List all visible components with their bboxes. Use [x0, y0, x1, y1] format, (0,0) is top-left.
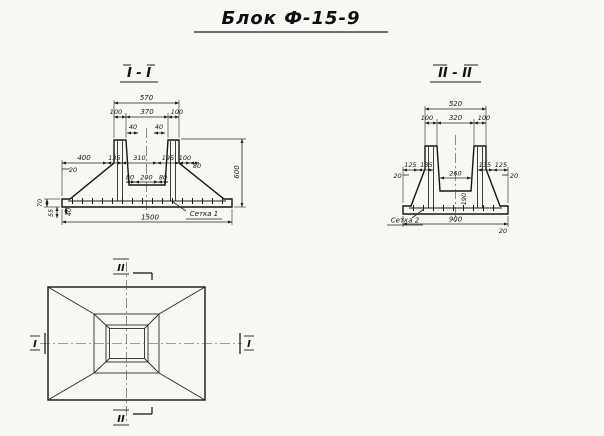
dim-520: 520 [424, 100, 487, 145]
plan-slope-diagonals [47, 286, 206, 401]
dim-text-55: 55 [47, 209, 55, 217]
dim-text-520: 520 [449, 100, 463, 108]
plan-view: II II I I [30, 258, 254, 426]
mesh-label-2: Сетка 2 [391, 217, 420, 225]
dim-text-135-right: 135 [479, 161, 491, 169]
dim-text-80-right: 80 [193, 162, 201, 170]
dim-text-370: 370 [140, 108, 154, 116]
dim-text-200: 200 [140, 174, 152, 182]
section-mark-right: I [239, 333, 254, 354]
dim-1500: 1500 [61, 209, 233, 225]
dim-900: 900 20 [402, 216, 509, 235]
dim-text-125-left: 125 [404, 161, 416, 169]
dim-mid-row-i-i: 400 135 310 195 100 80 20 [61, 154, 201, 196]
dim-text-900: 900 [449, 216, 463, 224]
dim-text-40-left: 40 [129, 123, 137, 131]
dim-text-195: 195 [162, 154, 174, 162]
section-mark-top-label: II [117, 263, 125, 274]
foundation-outline-i-i [61, 139, 233, 208]
bottom-mesh-i-i: Сетка 1 [68, 198, 226, 220]
section-ii-ii-label: II - II [438, 66, 472, 81]
dim-mid-row-ii-ii: 125 135 260 135 125 20 20 [393, 161, 518, 203]
dim-text-20-right: 20 [510, 172, 518, 180]
dim-text-40-bottom: 40 [65, 208, 73, 216]
section-ii-ii: II - II Сетка 2 520 [387, 64, 518, 235]
dim-socket-row-i-i: 80 200 80 [125, 174, 169, 184]
dim-text-20-bottom: 20 [499, 227, 507, 235]
dim-text-100-left: 100 [421, 114, 433, 122]
dim-text-600: 600 [233, 165, 241, 179]
dim-text-20: 20 [69, 166, 77, 174]
section-i-i-label: I - I [127, 66, 151, 81]
dim-text-100-right: 100 [478, 114, 490, 122]
dim-text-1500: 1500 [141, 214, 159, 222]
dim-100-370-100: 100 370 100 [110, 108, 183, 138]
section-mark-left: I [30, 333, 46, 354]
dim-570: 570 [113, 94, 180, 138]
dim-text-190: 190 [460, 193, 468, 205]
dim-text-20-left: 20 [393, 172, 401, 180]
dim-text-400: 400 [77, 154, 91, 162]
foundation-outline-ii-ii [402, 145, 509, 215]
dim-left-heights-i-i: 70 55 40 [36, 198, 73, 219]
section-i-i-header: I - I [120, 64, 158, 83]
dim-text-260: 260 [449, 170, 461, 178]
rebar-bars-i-i [117, 141, 176, 201]
dim-40-40: 40 40 [126, 123, 166, 135]
dim-text-100-left: 100 [110, 108, 122, 116]
dim-text-570: 570 [140, 94, 154, 102]
section-ii-ii-header: II - II [430, 64, 481, 83]
page-title: Блок Ф-15-9 [221, 8, 360, 29]
section-i-i: I - I Сетка 1 570 [36, 64, 246, 225]
dim-text-310: 310 [133, 154, 145, 162]
dim-text-135: 135 [108, 154, 120, 162]
dim-text-135-left: 135 [420, 161, 432, 169]
section-mark-left-label: I [33, 339, 37, 350]
bottom-mesh-ii-ii: Сетка 2 [387, 205, 502, 226]
dim-text-100-right: 100 [171, 108, 183, 116]
dim-text-320: 320 [449, 114, 463, 122]
drawing-title: Блок Ф-15-9 [194, 8, 388, 33]
section-mark-bottom-label: II [117, 414, 125, 425]
dim-text-100-mid: 100 [179, 154, 191, 162]
dim-text-125-right: 125 [495, 161, 507, 169]
section-mark-right-label: I [247, 339, 251, 350]
section-mark-bottom: II [113, 407, 153, 426]
mesh-label-1: Сетка 1 [190, 210, 218, 218]
dim-text-70: 70 [36, 199, 44, 207]
dim-600: 600 [181, 138, 246, 208]
rebar-bars-ii-ii [428, 147, 483, 208]
dim-100-320-100: 100 320 100 [421, 114, 490, 145]
mesh-leader [411, 208, 425, 219]
mesh-leader [172, 201, 187, 212]
dim-text-80a: 80 [126, 174, 134, 182]
section-mark-top: II [113, 258, 153, 280]
dim-text-40-right: 40 [155, 123, 163, 131]
dim-text-80b: 80 [159, 174, 167, 182]
